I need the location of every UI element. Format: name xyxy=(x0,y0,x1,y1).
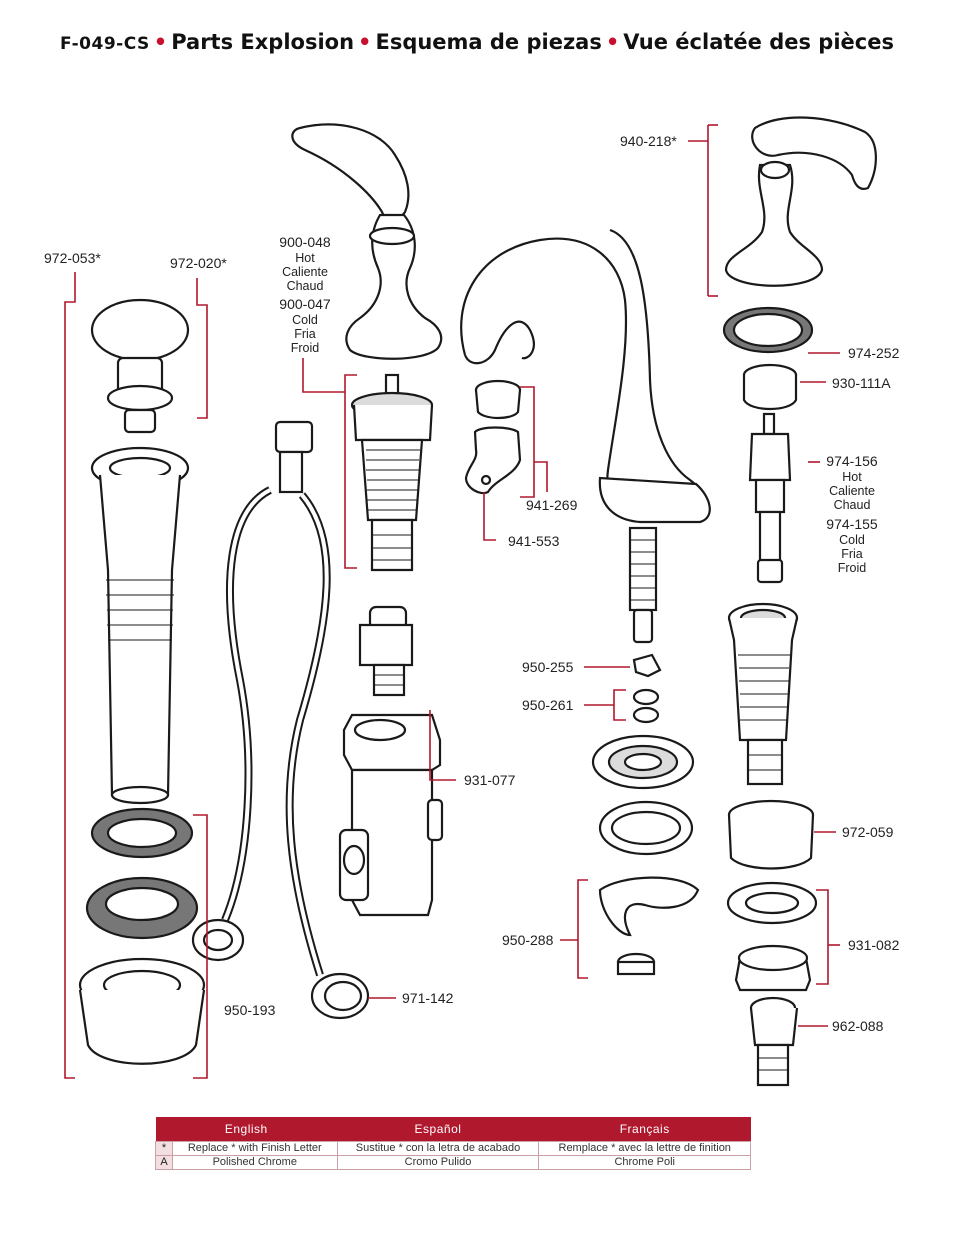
label-cold-en: Cold xyxy=(292,313,318,327)
label-950-261: 950-261 xyxy=(522,697,574,713)
label-972-020: 972-020* xyxy=(170,255,227,271)
label-974-156-hot-es: Caliente xyxy=(829,484,875,498)
label-972-053: 972-053* xyxy=(44,250,101,266)
spout-drawing xyxy=(460,228,711,644)
label-950-255: 950-255 xyxy=(522,659,574,675)
legend-french: Chrome Poli xyxy=(538,1155,751,1170)
label-950-193: 950-193 xyxy=(224,1002,276,1018)
aerator-drawing xyxy=(464,379,522,495)
left-handle-drawing xyxy=(291,123,443,360)
label-940-218: 940-218* xyxy=(620,133,677,149)
legend-header-row: English Español Français xyxy=(155,1117,751,1142)
label-931-077: 931-077 xyxy=(464,772,516,788)
label-900-047: 900-047 xyxy=(279,296,331,312)
label-974-155-cold-es: Fria xyxy=(841,547,863,561)
right-valve-stack-drawing xyxy=(722,306,818,1087)
label-974-156: 974-156 xyxy=(826,453,878,469)
legend-header-english: English xyxy=(155,1117,338,1142)
right-handle-drawing xyxy=(724,116,877,287)
title-english: Parts Explosion xyxy=(171,30,355,54)
label-hot-en: Hot xyxy=(295,251,315,265)
legend-header-spanish: Español xyxy=(337,1117,539,1142)
spout-base-drawing xyxy=(591,734,700,976)
label-941-269: 941-269 xyxy=(526,497,578,513)
label-974-156-hot-en: Hot xyxy=(842,470,862,484)
left-connector-drawing xyxy=(358,605,414,697)
label-950-288: 950-288 xyxy=(502,932,554,948)
label-971-142: 971-142 xyxy=(402,990,454,1006)
label-900-048: 900-048 xyxy=(279,234,331,250)
clip-and-orings-drawing xyxy=(632,653,662,724)
label-931-082: 931-082 xyxy=(848,937,900,953)
legend-key: A xyxy=(155,1155,173,1170)
legend-key: * xyxy=(155,1141,173,1156)
title-separator: • xyxy=(605,30,620,54)
page-title: F-049-CS•Parts Explosion•Esquema de piez… xyxy=(0,30,954,54)
legend-spanish: Sustitue * con la letra de acabado xyxy=(336,1141,540,1156)
label-cold-es: Fria xyxy=(294,327,316,341)
label-hot-es: Caliente xyxy=(282,265,328,279)
legend-row: * Replace * with Finish Letter Sustitue … xyxy=(155,1141,751,1156)
label-974-252: 974-252 xyxy=(848,345,900,361)
label-974-155-cold-fr: Froid xyxy=(838,561,867,575)
label-974-156-hot-fr: Chaud xyxy=(834,498,871,512)
finish-legend-table: English Español Français * Replace * wit… xyxy=(155,1117,751,1170)
label-962-088: 962-088 xyxy=(832,1018,884,1034)
label-974-155: 974-155 xyxy=(826,516,878,532)
legend-english: Polished Chrome xyxy=(172,1155,338,1170)
label-974-155-cold-en: Cold xyxy=(839,533,865,547)
callout-lines xyxy=(64,124,840,1079)
drain-assembly-drawing xyxy=(78,298,206,1065)
legend-english: Replace * with Finish Letter xyxy=(172,1141,338,1156)
title-separator: • xyxy=(153,30,168,54)
model-number: F-049-CS xyxy=(60,34,150,54)
left-cartridge-drawing xyxy=(350,373,434,572)
label-972-059: 972-059 xyxy=(842,824,894,840)
valve-body-931-077-drawing xyxy=(338,713,444,917)
label-hot-fr: Chaud xyxy=(287,279,324,293)
hoses-drawing xyxy=(191,420,370,1020)
legend-french: Remplace * avec la lettre de finition xyxy=(538,1141,751,1156)
legend-row: A Polished Chrome Cromo Pulido Chrome Po… xyxy=(155,1155,751,1170)
label-930-111A: 930-111A xyxy=(832,375,891,391)
part-labels: 940-218* 972-053* 972-020* 900-048 Hot C… xyxy=(44,133,900,1034)
title-separator: • xyxy=(358,30,372,54)
label-cold-fr: Froid xyxy=(291,341,320,355)
legend-spanish: Cromo Pulido xyxy=(336,1155,540,1170)
title-spanish: Esquema de piezas xyxy=(375,30,602,54)
title-french: Vue éclatée des pièces xyxy=(623,30,894,54)
label-941-553: 941-553 xyxy=(508,533,560,549)
legend-header-french: Français xyxy=(538,1117,751,1142)
